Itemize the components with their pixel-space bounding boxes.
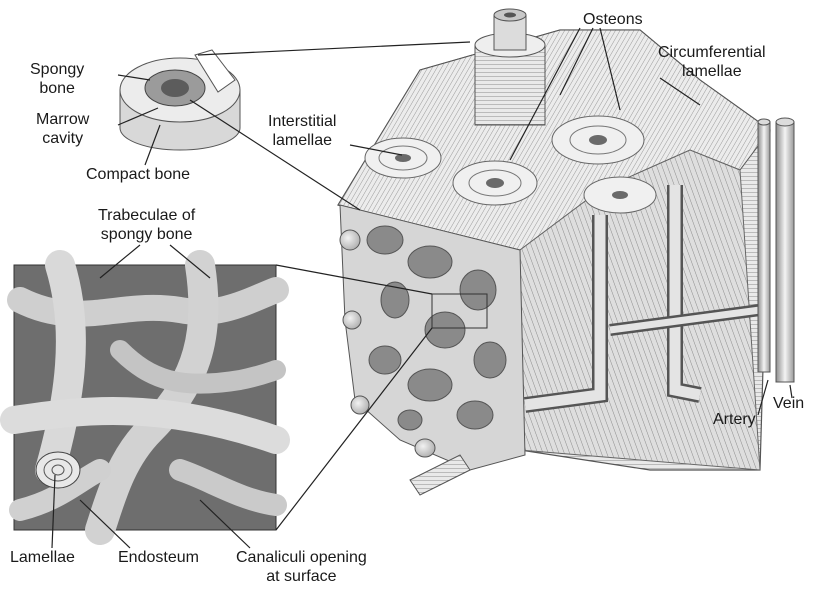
label-trabeculae: Trabeculae of spongy bone [98,206,195,244]
label-osteons: Osteons [583,10,643,29]
trabeculae-zoom-panel [14,265,276,530]
label-marrow-cavity: Marrow cavity [36,110,89,148]
label-canaliculi: Canaliculi opening at surface [236,548,367,586]
label-spongy-bone: Spongy bone [30,60,84,98]
label-compact-bone: Compact bone [86,165,190,184]
label-vein: Vein [773,394,804,413]
spongy-bone-block [340,205,525,495]
label-lamellae: Lamellae [10,548,75,567]
label-interstitial-lamellae: Interstitial lamellae [268,112,336,150]
bone-cross-section-inset [120,50,240,150]
label-circumferential-lamellae: Circumferential lamellae [658,43,766,81]
label-artery: Artery [713,410,756,429]
label-endosteum: Endosteum [118,548,199,567]
